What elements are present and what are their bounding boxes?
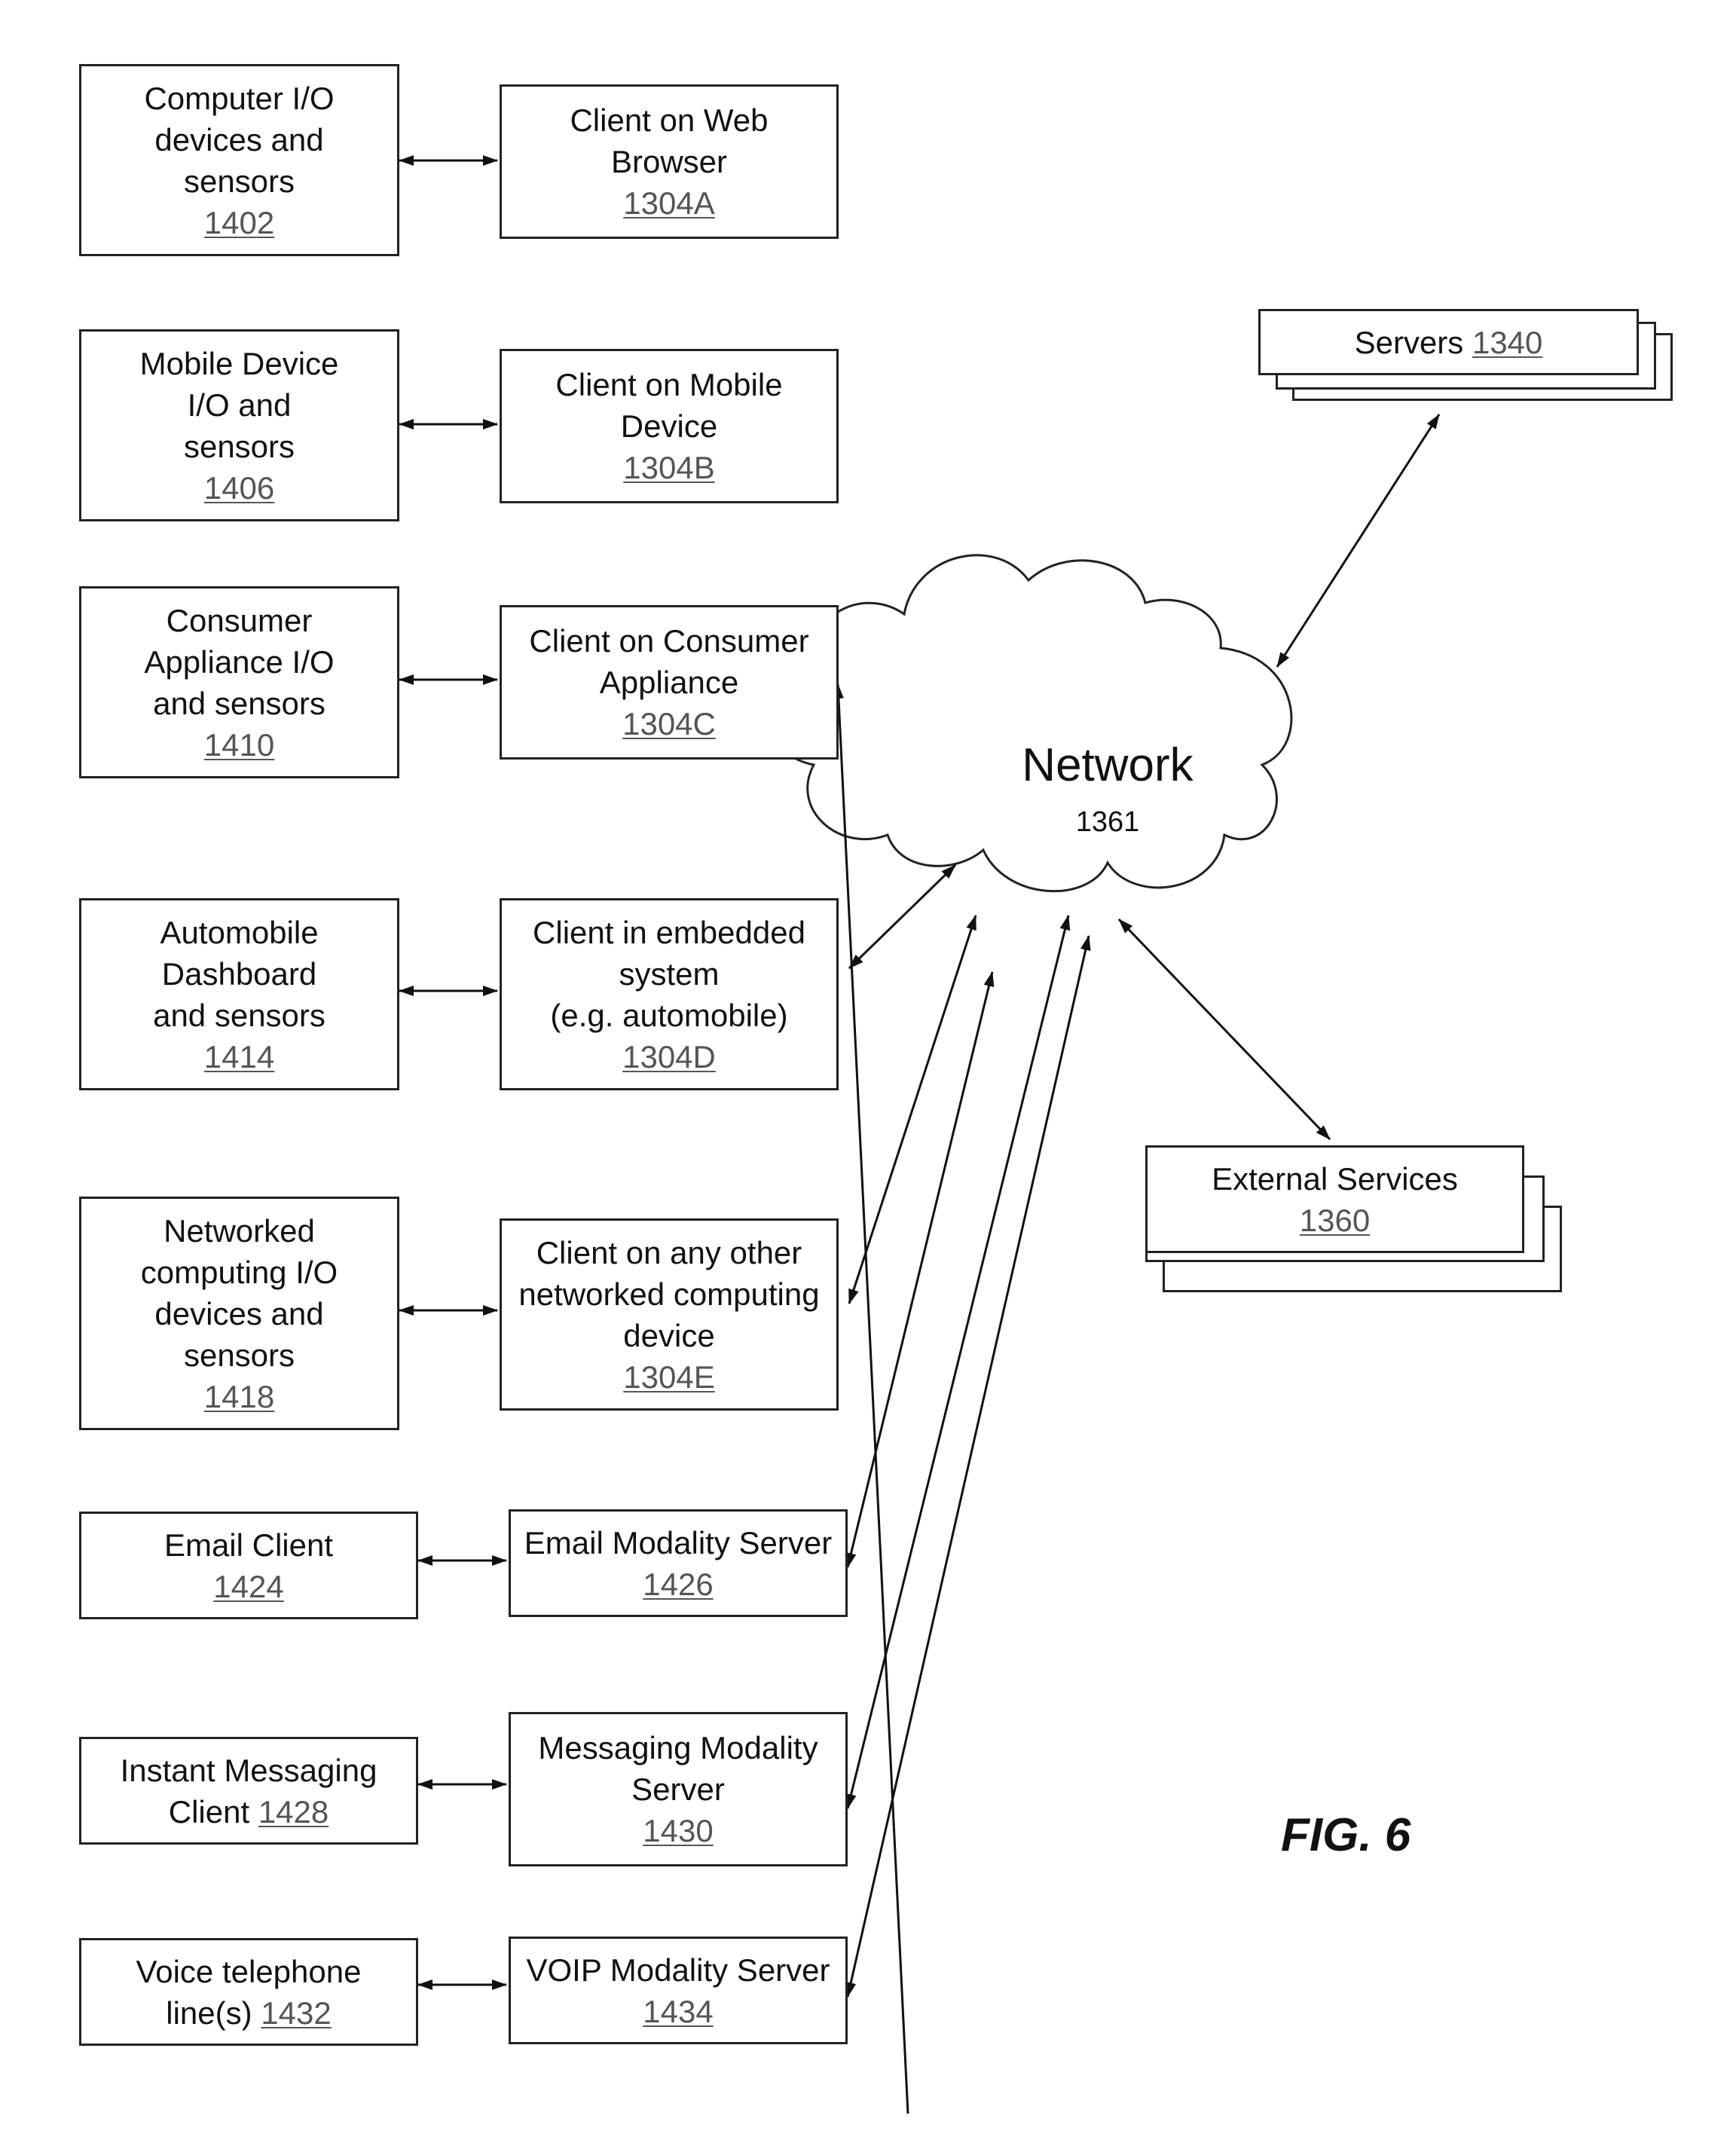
client-label-line: Device [621,405,717,447]
client-box-1304e: Client on any other networked computing … [500,1218,839,1411]
network-ref: 1361 [1040,806,1175,839]
client-ref: 1434 [643,1991,713,2032]
client-ref: 1304D [622,1036,716,1078]
device-ref: 1432 [261,1995,331,2031]
client-ref: 1430 [643,1810,713,1851]
device-box-1402: Computer I/O devices and sensors 1402 [79,64,399,256]
device-label-line: Client [169,1794,249,1830]
device-ref: 1410 [204,724,274,766]
client-ref: 1426 [643,1564,713,1605]
servers-label: Servers [1355,322,1464,363]
external-services-label: External Services [1212,1158,1458,1200]
device-label-line: devices and [154,119,323,160]
device-box-1414: Automobile Dashboard and sensors 1414 [79,898,399,1090]
network-cloud [769,555,1291,891]
device-ref: 1402 [204,202,274,243]
device-label-line: Networked [164,1210,315,1252]
device-label-line: Consumer [167,600,313,641]
client-label-line: Messaging Modality [538,1727,818,1768]
client-label-line: Appliance [600,662,738,703]
client-label-line: Browser [611,141,727,182]
device-label-line: Email Client [164,1524,333,1566]
device-label-line: Mobile Device [140,343,339,384]
figure-label: FIG. 6 [1281,1808,1410,1862]
device-ref: 1406 [204,467,274,509]
client-label-line: Email Modality Server [524,1522,832,1564]
arrow-network-external [1119,919,1330,1139]
client-label-line: Client in embedded [533,912,805,953]
device-box-1432: Voice telephone line(s) 1432 [79,1938,418,2046]
device-label-line: devices and [154,1293,323,1334]
device-box-1406: Mobile Device I/O and sensors 1406 [79,329,399,521]
client-ref: 1304B [623,447,714,488]
arrow-network-1434 [848,936,1089,1997]
client-box-1304d: Client in embedded system (e.g. automobi… [500,898,839,1090]
arrow-network-1426 [848,972,992,1567]
device-box-1428: Instant Messaging Client 1428 [79,1737,418,1845]
client-box-1304b: Client on Mobile Device 1304B [500,349,839,503]
device-label-line: computing I/O [141,1252,338,1293]
client-ref: 1304E [623,1356,714,1398]
device-label-line: Dashboard [162,953,316,995]
client-ref: 1304A [623,182,714,224]
arrow-1304c-bottom [838,684,908,2114]
client-label-line: Client on Mobile [555,364,782,405]
device-label-line: sensors [184,160,295,202]
client-label-line: Client on Consumer [529,620,808,662]
device-ref: 1418 [204,1376,274,1417]
network-label: Network [964,738,1251,792]
arrow-network-servers [1277,414,1439,667]
device-label-line: sensors [184,426,295,467]
device-ref: 1428 [258,1794,329,1830]
client-box-1426: Email Modality Server 1426 [509,1509,848,1617]
client-box-1304c: Client on Consumer Appliance 1304C [500,605,839,760]
arrow-network-1430 [848,916,1068,1808]
external-services-ref: 1360 [1300,1200,1370,1241]
client-label-line: Client on Web [570,99,768,141]
device-label-line: I/O and [188,384,292,426]
device-label-line: Instant Messaging [121,1750,377,1791]
client-label-line: Server [631,1768,725,1810]
device-ref: 1414 [204,1036,274,1078]
device-label-line: Appliance I/O [144,641,334,683]
device-box-1418: Networked computing I/O devices and sens… [79,1197,399,1430]
client-label-line: VOIP Modality Server [526,1949,830,1991]
client-label-line: (e.g. automobile) [550,995,787,1036]
external-services-box: External Services 1360 [1145,1145,1524,1253]
device-label-line: sensors [184,1334,295,1376]
servers-box: Servers 1340 [1258,309,1639,375]
arrow-network-1304e [849,916,976,1304]
client-box-1434: VOIP Modality Server 1434 [509,1937,848,2044]
device-box-1424: Email Client 1424 [79,1512,418,1619]
device-ref: 1424 [213,1566,283,1607]
device-label-line: Computer I/O [144,78,334,119]
client-label-line: device [623,1315,714,1356]
arrow-network-1304d [849,865,955,968]
device-label-line: Voice telephone [136,1951,362,1992]
client-label-line: Client on any other [536,1232,802,1273]
client-box-1304a: Client on Web Browser 1304A [500,84,839,239]
client-ref: 1304C [622,703,716,744]
device-box-1410: Consumer Appliance I/O and sensors 1410 [79,586,399,778]
device-label-line: Automobile [160,912,318,953]
device-label-line: line(s) [166,1995,252,2031]
client-label-line: system [619,953,719,995]
servers-ref: 1340 [1472,322,1542,363]
device-label-line: and sensors [153,995,326,1036]
device-label-line: and sensors [153,683,326,724]
client-box-1430: Messaging Modality Server 1430 [509,1712,848,1866]
client-label-line: networked computing [518,1273,819,1315]
